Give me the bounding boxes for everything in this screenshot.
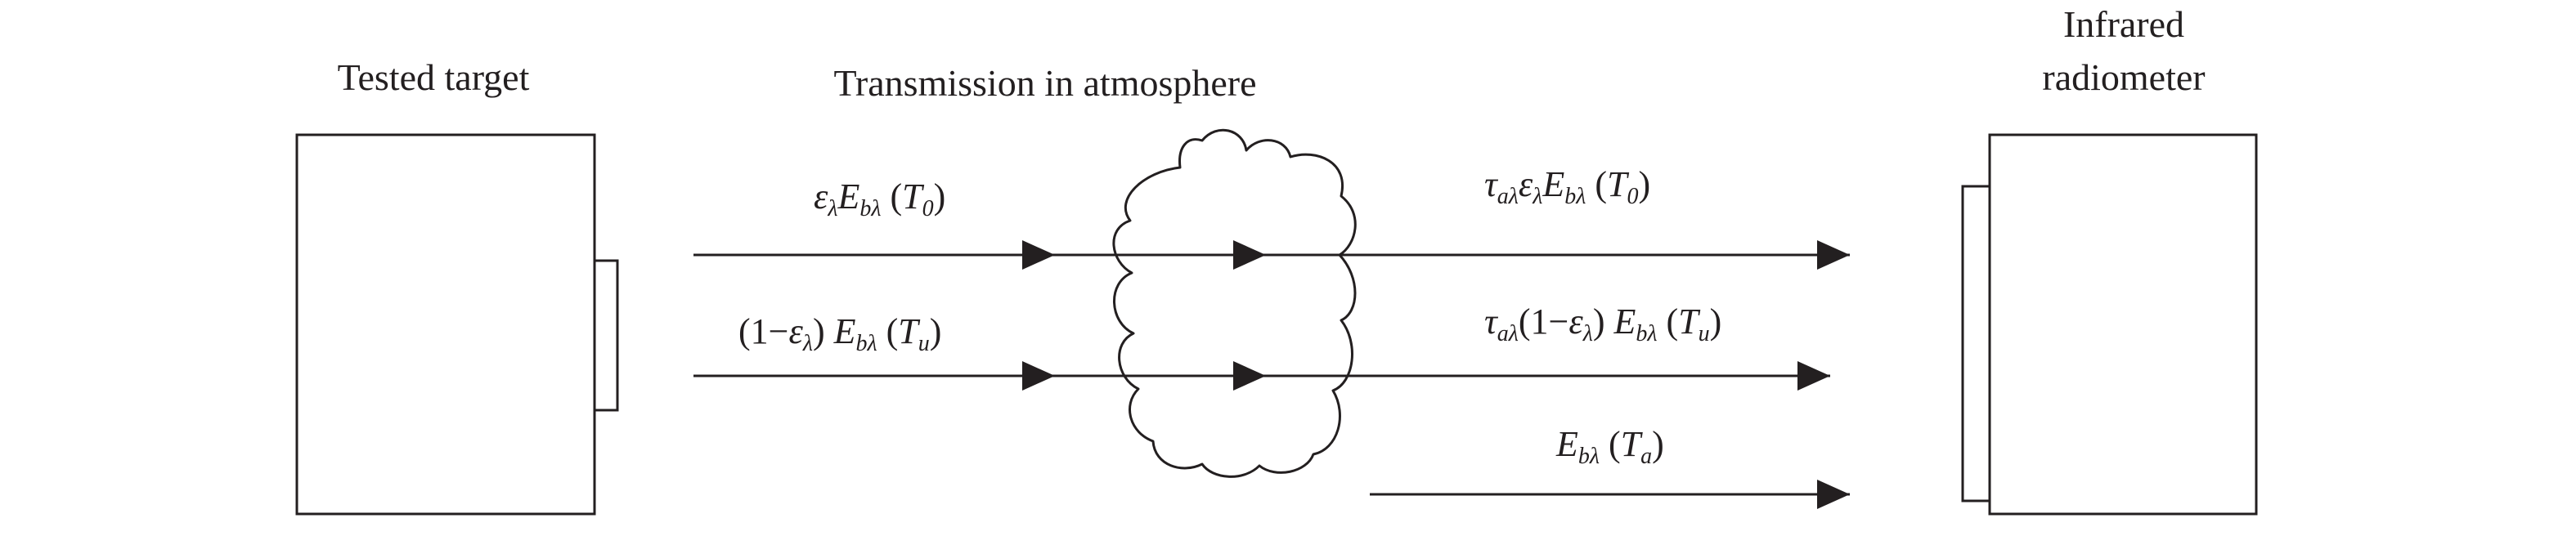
formula-transmitted-reflected: τaλ(1−ελ) Ebλ (Tu): [1439, 302, 1748, 346]
tested-target-emitter: [593, 259, 619, 412]
radiometer-label-line1: Infrared: [2063, 3, 2184, 45]
radiometer-label-line2: radiometer: [2042, 56, 2205, 98]
arrowhead: [1797, 361, 1830, 391]
radiometer-aperture: [1961, 185, 1991, 502]
arrowhead: [1022, 240, 1055, 270]
formula-transmitted-emission: τaλελEbλ (T0): [1439, 164, 1677, 209]
formula-atmosphere-emission: Ebλ (Ta): [1511, 424, 1691, 469]
arrow-target-emission: [693, 240, 1850, 270]
formula-reflected: (1−ελ) Ebλ (Tu): [693, 311, 968, 356]
radiometer-box: [1988, 133, 2258, 516]
arrow-atmosphere-emission: [1370, 480, 1850, 509]
tested-target-label: Tested target: [338, 56, 530, 98]
arrow-reflected-radiation: [693, 361, 1830, 391]
arrowhead: [1022, 361, 1055, 391]
atmosphere-cloud: [1112, 128, 1357, 478]
transmission-label: Transmission in atmosphere: [833, 62, 1256, 104]
arrowhead: [1233, 240, 1266, 270]
arrowhead: [1817, 480, 1850, 509]
arrowhead: [1233, 361, 1266, 391]
formula-target-emission: ελEbλ (T0): [769, 176, 972, 221]
arrowhead: [1817, 240, 1850, 270]
tested-target-box: [295, 133, 596, 516]
